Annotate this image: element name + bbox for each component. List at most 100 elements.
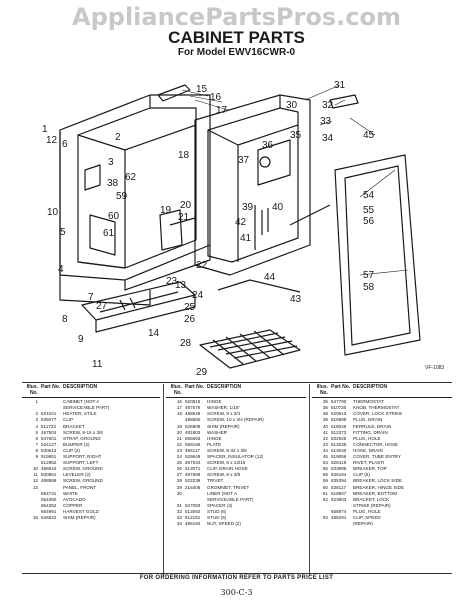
- callout-3: 3: [108, 157, 114, 168]
- callout-10: 10: [47, 207, 59, 218]
- callout-21: 21: [178, 212, 190, 223]
- footer-rule: [22, 573, 452, 574]
- callout-4: 4: [58, 264, 64, 275]
- model-subtitle: For Model EWV16CWR-0: [177, 47, 296, 58]
- table-row: SERVICEABLE PART): [207, 496, 254, 502]
- callout-25: 25: [184, 302, 196, 313]
- cabinet-body: [59, 94, 211, 306]
- callout-33: 33: [320, 116, 332, 127]
- callout-42: 42: [235, 217, 247, 228]
- liner: [194, 94, 311, 276]
- callout-1: 1: [42, 124, 48, 135]
- callout-9: 9: [78, 334, 84, 345]
- callout-59: 59: [116, 191, 128, 202]
- column-divider: [163, 384, 164, 576]
- ordering-note: FOR ORDERING INFORMATION REFER TO PARTS …: [139, 575, 334, 581]
- hinge-parts: [119, 84, 359, 311]
- callout-5: 5: [60, 227, 66, 238]
- table-row: SERVICEABLE PART): [63, 405, 110, 411]
- column-header: Illus. No. Part No. DESCRIPTION: [22, 384, 160, 399]
- callout-36: 36: [262, 140, 274, 151]
- callout-34: 34: [322, 133, 334, 144]
- callout-8: 8: [62, 314, 68, 325]
- callout-55: 55: [363, 205, 375, 216]
- callout-15: 15: [196, 84, 208, 95]
- callout-44: 44: [264, 272, 276, 283]
- callout-38: 38: [107, 178, 119, 189]
- trivet: [199, 329, 301, 369]
- watermark: AppliancePartsPros.com: [72, 3, 401, 31]
- callout-54: 54: [363, 190, 375, 201]
- callout-28: 28: [180, 338, 192, 349]
- callout-35: 35: [290, 130, 302, 141]
- callout-57: 57: [363, 270, 375, 281]
- callout-56: 56: [363, 216, 375, 227]
- callout-61: 61: [103, 228, 115, 239]
- breaker-frame: [334, 154, 421, 356]
- table-row: STRIKE (REPAIR): [353, 502, 391, 508]
- table-top-rule: [22, 382, 452, 383]
- callout-62: 62: [125, 172, 137, 183]
- callout-23: 23: [166, 276, 178, 287]
- callout-12: 12: [46, 135, 58, 146]
- callout-41: 41: [240, 233, 252, 244]
- callout-26: 26: [184, 314, 196, 325]
- callout-58: 58: [363, 282, 375, 293]
- callout-60: 60: [108, 211, 120, 222]
- page-code: 300-C-3: [220, 588, 253, 597]
- callout-43: 43: [290, 294, 302, 305]
- page-title: CABINET PARTS: [168, 28, 305, 47]
- callout-19: 19: [160, 205, 172, 216]
- callout-31: 31: [334, 80, 346, 91]
- callout-11: 11: [92, 359, 103, 370]
- callout-7: 7: [88, 292, 94, 303]
- column-header: Illus. No. Part No. DESCRIPTION: [312, 384, 452, 399]
